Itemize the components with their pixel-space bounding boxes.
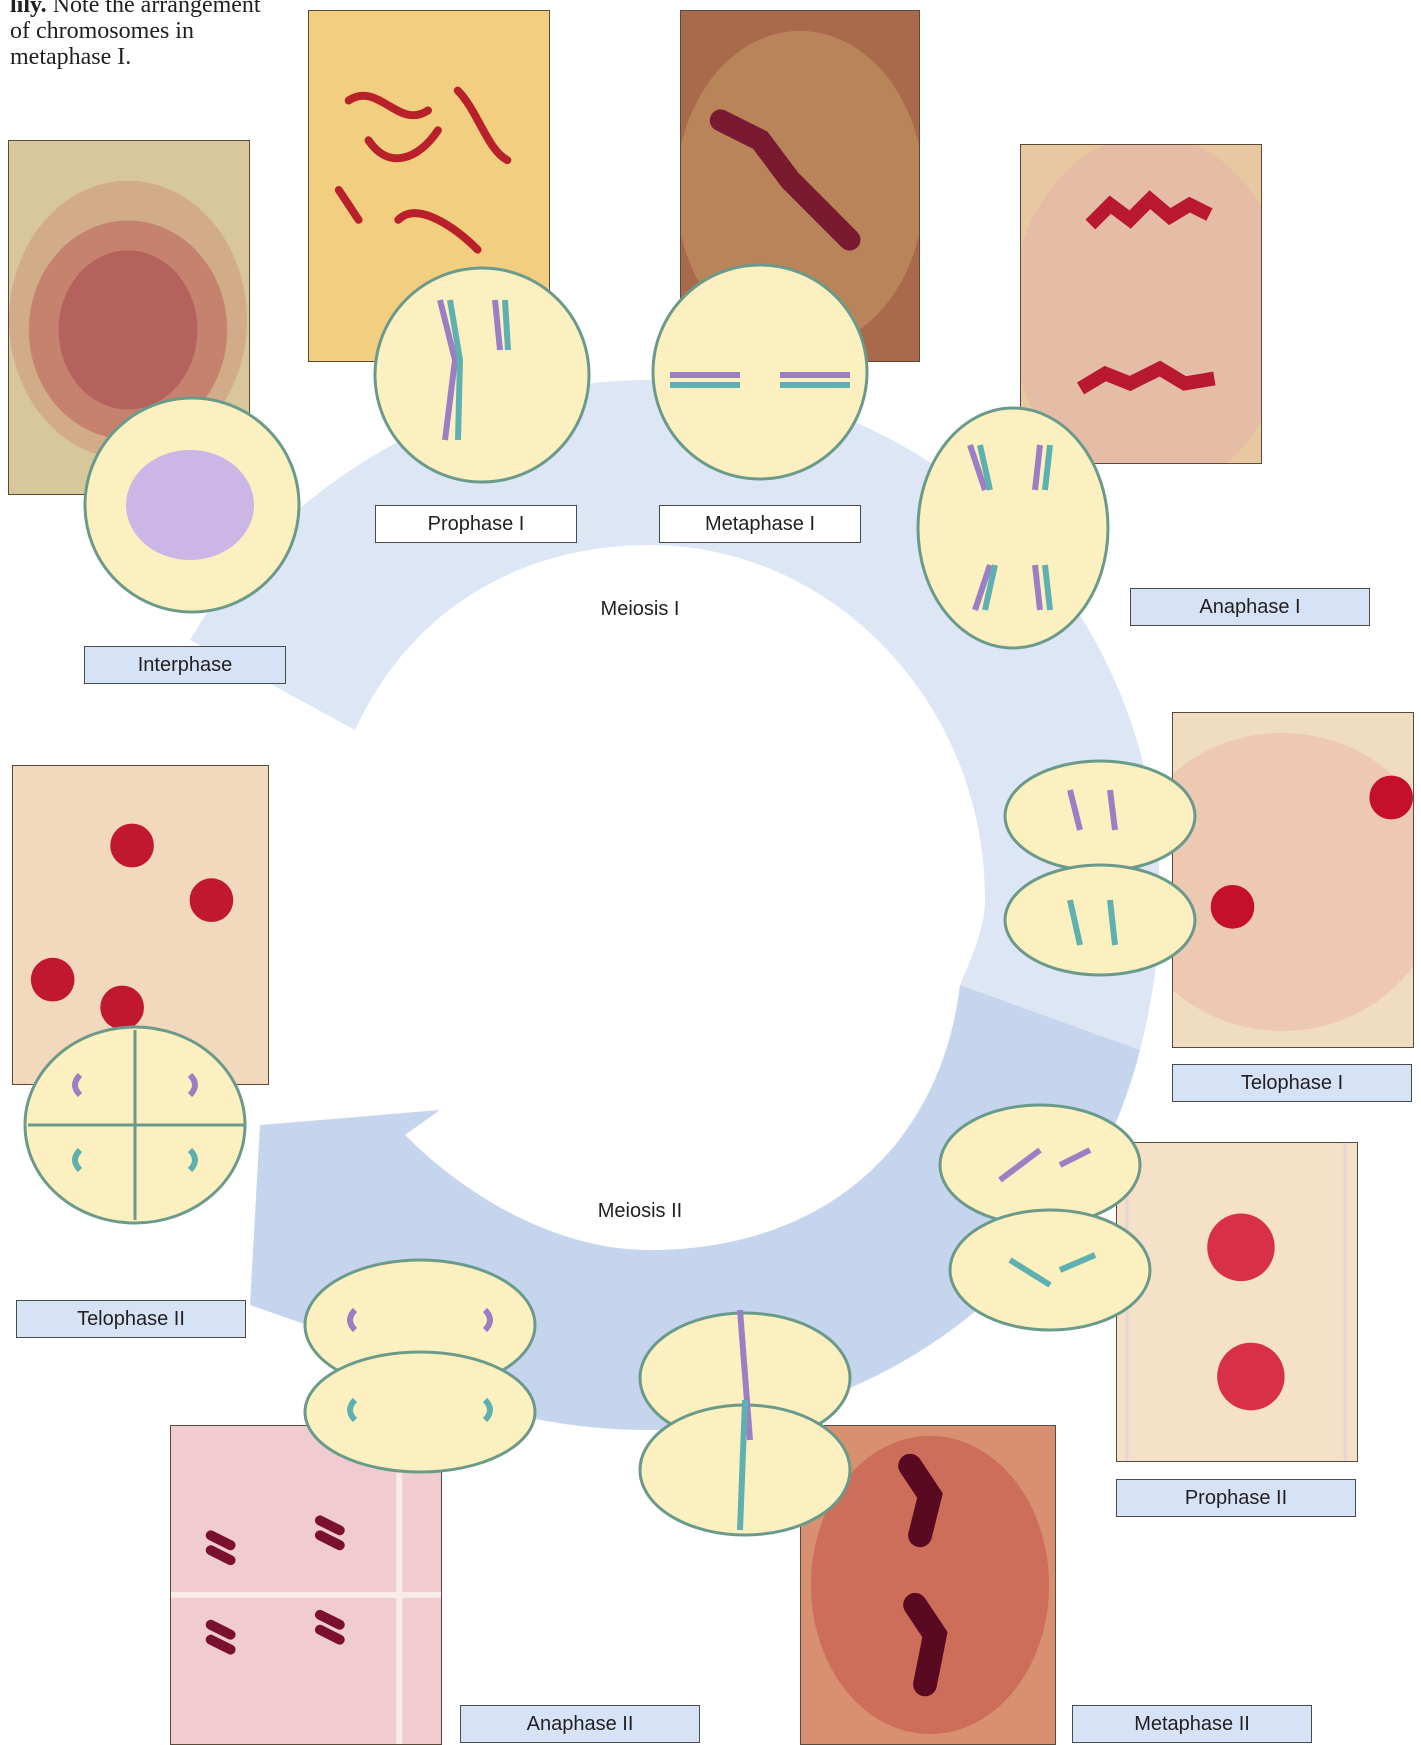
metaphase2-cell [640,1310,850,1535]
label-anaphase2: Anaphase II [460,1705,700,1743]
telophase2-cell [25,1027,245,1223]
label-telophase1: Telophase I [1172,1064,1412,1102]
anaphase2-cell [305,1260,535,1472]
prophase2-cell [940,1105,1150,1330]
label-metaphase1: Metaphase I [659,505,861,543]
label-telophase2: Telophase II [16,1300,246,1338]
interphase-cell [85,398,299,612]
label-prophase1: Prophase I [375,505,577,543]
label-interphase: Interphase [84,646,286,684]
prophase1-cell [375,268,589,482]
label-metaphase2: Metaphase II [1072,1705,1312,1743]
metaphase1-cell [653,265,867,479]
telophase1-cell [1005,761,1195,975]
label-prophase2: Prophase II [1116,1479,1356,1517]
label-anaphase1: Anaphase I [1130,588,1370,626]
anaphase1-cell [918,408,1108,648]
